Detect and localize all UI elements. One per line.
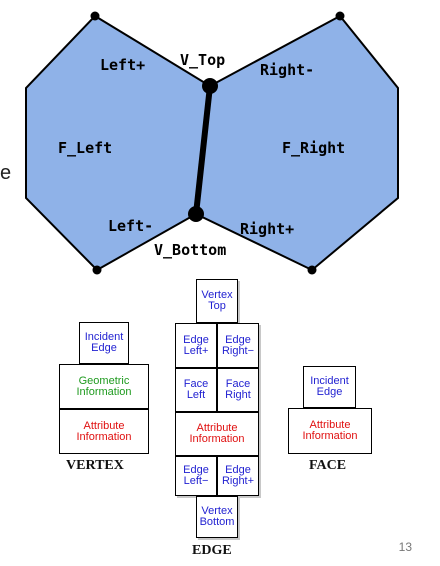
vertex-dot <box>307 265 317 275</box>
winged-edge-diagram: Left+ V_Top Right- F_Left F_Right Left- … <box>25 11 399 275</box>
page-number: 13 <box>398 540 412 554</box>
edge-right-plus-field: Edge Right+ <box>217 456 259 496</box>
edge-right-minus-field: Edge Right− <box>217 323 259 368</box>
edge-caption: EDGE <box>192 543 232 558</box>
face-incident-edge-field: Incident Edge <box>303 366 356 408</box>
face-attribute-info-field: Attribute Information <box>288 408 372 454</box>
label-v-bottom: V_Bottom <box>154 241 226 259</box>
central-edge <box>193 85 213 215</box>
label-f-left: F_Left <box>58 139 112 157</box>
edge-vertex-bottom-field: Vertex Bottom <box>196 496 238 538</box>
vertex-dot <box>335 11 345 21</box>
vertex-caption: VERTEX <box>66 458 124 473</box>
edge-left-plus-field: Edge Left+ <box>175 323 217 368</box>
label-v-top: V_Top <box>180 51 225 69</box>
label-left-minus: Left- <box>108 217 153 235</box>
label-right-plus: Right+ <box>240 220 294 238</box>
edge-vertex-top-field: Vertex Top <box>196 279 238 323</box>
vertex-dot <box>92 265 102 275</box>
label-f-right: F_Right <box>282 139 345 157</box>
v-top-dot <box>202 78 218 94</box>
label-right-minus: Right- <box>260 61 314 79</box>
slide-text-fragment: e <box>0 162 12 184</box>
edge-face-right-field: Face Right <box>217 368 259 412</box>
vertex-incident-edge-field: Incident Edge <box>79 322 129 364</box>
edge-attribute-info-field: Attribute Information <box>175 412 259 456</box>
label-left-plus: Left+ <box>100 56 145 74</box>
edge-left-minus-field: Edge Left− <box>175 456 217 496</box>
v-bottom-dot <box>188 206 204 222</box>
face-caption: FACE <box>309 458 347 473</box>
vertex-geometric-info-field: Geometric Information <box>59 364 149 409</box>
vertex-dot <box>90 11 100 21</box>
edge-face-left-field: Face Left <box>175 368 217 412</box>
vertex-attribute-info-field: Attribute Information <box>59 409 149 454</box>
